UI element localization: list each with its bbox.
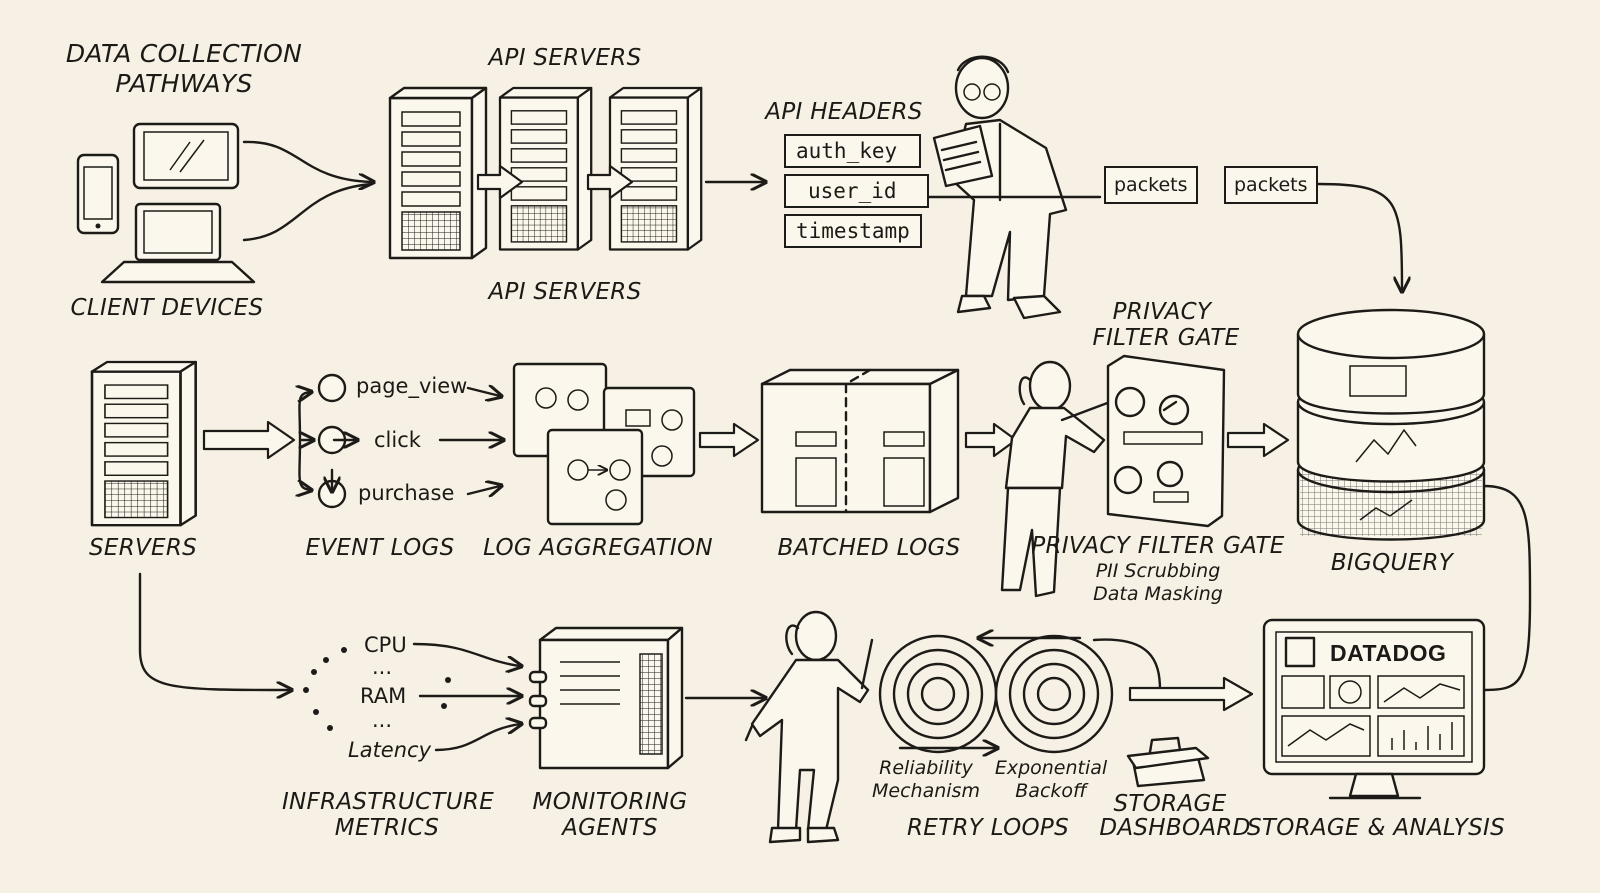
metric-dots-1: ... — [372, 655, 393, 679]
metric-ram: RAM — [360, 684, 407, 708]
spiral-loop-icon — [878, 636, 1162, 752]
retry-loops-label: RETRY LOOPS — [907, 815, 1069, 841]
event-page-view: page_view — [356, 374, 468, 398]
servers-label: SERVERS — [88, 535, 198, 561]
monitoring-agents-label-2: AGENTS — [562, 815, 658, 841]
storage-analysis-label: STORAGE & ANALYSIS — [1246, 815, 1506, 841]
metric-cpu: CPU — [364, 633, 407, 657]
privacy-filter-gate-label: PRIVACY FILTER GATE — [1031, 533, 1285, 559]
tablet-icon — [132, 122, 240, 190]
diagram-title-line1: DATA COLLECTION — [65, 39, 303, 68]
engineer-figure — [1000, 360, 1112, 598]
phone-icon — [76, 153, 120, 235]
event-logs-label: EVENT LOGS — [305, 535, 455, 561]
event-click: click — [374, 428, 421, 452]
server-rack-icon — [90, 360, 197, 527]
api-server-rack-3 — [608, 86, 703, 251]
batched-logs-label: BATCHED LOGS — [777, 535, 961, 561]
metric-latency: Latency — [348, 738, 432, 762]
storage-dashboard-label-2: DASHBOARD — [1099, 815, 1251, 841]
privacy-gate-top-label-2: FILTER GATE — [1092, 325, 1240, 351]
laptop-icon — [100, 202, 256, 284]
event-purchase: purchase — [358, 481, 455, 505]
log-aggregation-label: LOG AGGREGATION — [483, 535, 713, 561]
technician-figure — [744, 610, 874, 844]
database-icon — [1296, 308, 1486, 541]
datadog-logo-text: DATADOG — [1330, 640, 1447, 666]
api-servers-top-label: API SERVERS — [488, 45, 642, 71]
api-server-rack-2 — [498, 86, 593, 251]
monitoring-agents-label-1: MONITORING — [532, 789, 688, 815]
infra-metrics-label-2: METRICS — [334, 815, 440, 841]
reliability-label-2: Mechanism — [872, 780, 980, 802]
monitor-icon — [1262, 618, 1486, 800]
privacy-gate-top-label-1: PRIVACY — [1112, 299, 1212, 325]
api-servers-bottom-label: API SERVERS — [488, 279, 642, 305]
api-server-rack-1 — [388, 86, 488, 260]
analyst-figure — [932, 55, 1068, 320]
toolbox-icon — [1126, 736, 1210, 788]
diagram-title-line2: PATHWAYS — [115, 69, 253, 98]
dial-panel-icon — [1106, 354, 1226, 528]
header-tag-auth-key: auth_key — [784, 134, 922, 168]
header-tag-timestamp: timestamp — [784, 214, 922, 248]
log-aggregation-boxes — [512, 362, 696, 526]
event-icons — [317, 373, 356, 509]
client-devices-label: CLIENT DEVICES — [70, 295, 264, 321]
api-headers-label: API HEADERS — [765, 99, 923, 125]
packet-tag-1: packets — [1104, 166, 1198, 204]
metric-dots-2: ... — [372, 708, 393, 732]
reliability-label-1: Reliability — [879, 757, 973, 779]
box-icon — [760, 368, 960, 514]
header-tag-user-id: user_id — [784, 174, 929, 208]
monitoring-agent-icon — [528, 626, 684, 770]
storage-dashboard-label-1: STORAGE — [1113, 791, 1227, 817]
backoff-label-2: Backoff — [1015, 780, 1087, 802]
infra-metrics-label-1: INFRASTRUCTURE — [281, 789, 495, 815]
packet-tag-2: packets — [1224, 166, 1318, 204]
metric-dots — [303, 647, 451, 731]
backoff-label-1: Exponential — [994, 757, 1108, 779]
data-masking-label: Data Masking — [1093, 583, 1223, 605]
bigquery-label: BIGQUERY — [1330, 550, 1454, 576]
pii-scrubbing-label: PII Scrubbing — [1095, 560, 1221, 582]
